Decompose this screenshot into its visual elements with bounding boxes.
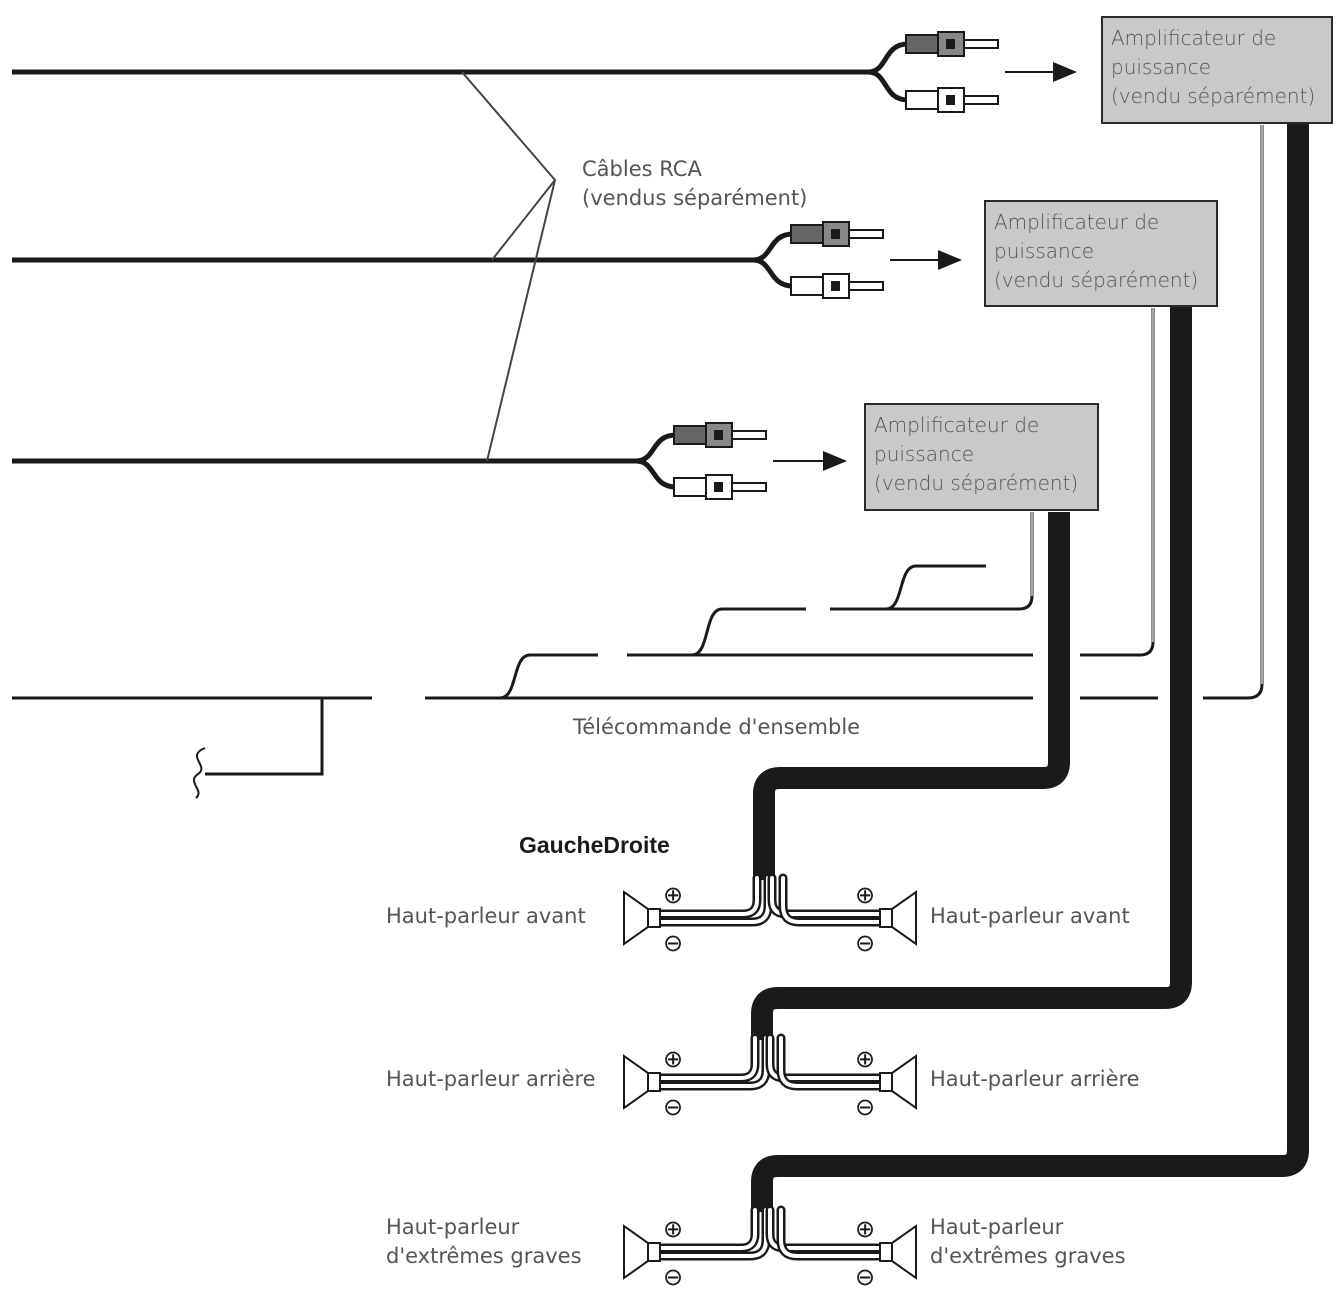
minus-terminal: ⊖ [663, 929, 683, 957]
subwoofer-speaker-wires [653, 1205, 887, 1261]
left-right-label: GaucheDroite [519, 832, 670, 858]
plus-terminal: ⊕ [663, 1215, 683, 1243]
subwoofer-speaker-label-right: Haut-parleur d'extrêmes graves [930, 1213, 1126, 1271]
plus-terminal: ⊕ [855, 1215, 875, 1243]
amp-label-line: Amplificateur de [874, 413, 1040, 437]
amp-label-line: Amplificateur de [1111, 26, 1277, 50]
speaker-label-line: Haut-parleur [386, 1215, 520, 1239]
amp-label-line: Amplificateur de [994, 210, 1160, 234]
plus-terminal: ⊕ [855, 1045, 875, 1073]
speaker-label-line: Haut-parleur [930, 1215, 1064, 1239]
speaker-label-line: Haut-parleur avant [386, 904, 586, 928]
rca-label-line: (vendus séparément) [582, 186, 808, 210]
amp-label-line: (vendu séparément) [994, 268, 1199, 292]
arrows [773, 62, 1077, 471]
amplifier-box-2: Amplificateur de puissance (vendu séparé… [984, 200, 1218, 307]
amplifier-box-1: Amplificateur de puissance (vendu séparé… [1101, 16, 1333, 124]
minus-terminal: ⊖ [855, 1263, 875, 1290]
speaker-label-line: Haut-parleur avant [930, 904, 1130, 928]
rca-plug-2 [752, 221, 884, 299]
amplifier-box-3: Amplificateur de puissance (vendu séparé… [864, 403, 1099, 511]
front-speaker-wires [653, 873, 887, 927]
rear-speaker-label-right: Haut-parleur arrière [930, 1065, 1140, 1094]
front-speaker-label-right: Haut-parleur avant [930, 902, 1130, 931]
amp-label-line: puissance [874, 442, 974, 466]
amp-label-line: puissance [994, 239, 1094, 263]
rca-cable-lines [12, 69, 870, 464]
amp-label-line: (vendu séparément) [1111, 84, 1316, 108]
speaker-label-line: d'extrêmes graves [386, 1244, 582, 1268]
subwoofer-speaker-cable [751, 122, 1309, 1212]
minus-terminal: ⊖ [855, 1093, 875, 1121]
plus-terminal: ⊕ [663, 881, 683, 909]
rca-label-line: Câbles RCA [582, 157, 702, 181]
speaker-icon [623, 890, 917, 1280]
remote-inner-lines [1031, 125, 1263, 684]
rca-cables-label: Câbles RCA (vendus séparément) [582, 155, 807, 213]
rear-speaker-cable [751, 305, 1192, 1040]
minus-terminal: ⊖ [663, 1263, 683, 1290]
speaker-label-line: d'extrêmes graves [930, 1244, 1126, 1268]
speaker-label-line: Haut-parleur arrière [930, 1067, 1140, 1091]
rear-speaker-label-left: Haut-parleur arrière [386, 1065, 596, 1094]
plus-terminal: ⊕ [855, 881, 875, 909]
plus-terminal: ⊕ [663, 1045, 683, 1073]
rca-plug-1 [867, 31, 999, 113]
speaker-label-line: Haut-parleur arrière [386, 1067, 596, 1091]
minus-terminal: ⊖ [855, 929, 875, 957]
front-speaker-label-left: Haut-parleur avant [386, 902, 586, 931]
rear-speaker-wires [653, 1033, 887, 1091]
remote-wires [12, 125, 1264, 799]
amp-label-line: (vendu séparément) [874, 471, 1079, 495]
minus-terminal: ⊖ [663, 1093, 683, 1121]
remote-control-label: Télécommande d'ensemble [573, 715, 861, 739]
rca-plug-3 [635, 422, 767, 500]
speaker-main-cables [751, 122, 1309, 1212]
front-speaker-cable [753, 512, 1070, 880]
amp-label-line: puissance [1111, 55, 1211, 79]
subwoofer-speaker-label-left: Haut-parleur d'extrêmes graves [386, 1213, 582, 1271]
rca-callout-leaders [461, 71, 557, 462]
